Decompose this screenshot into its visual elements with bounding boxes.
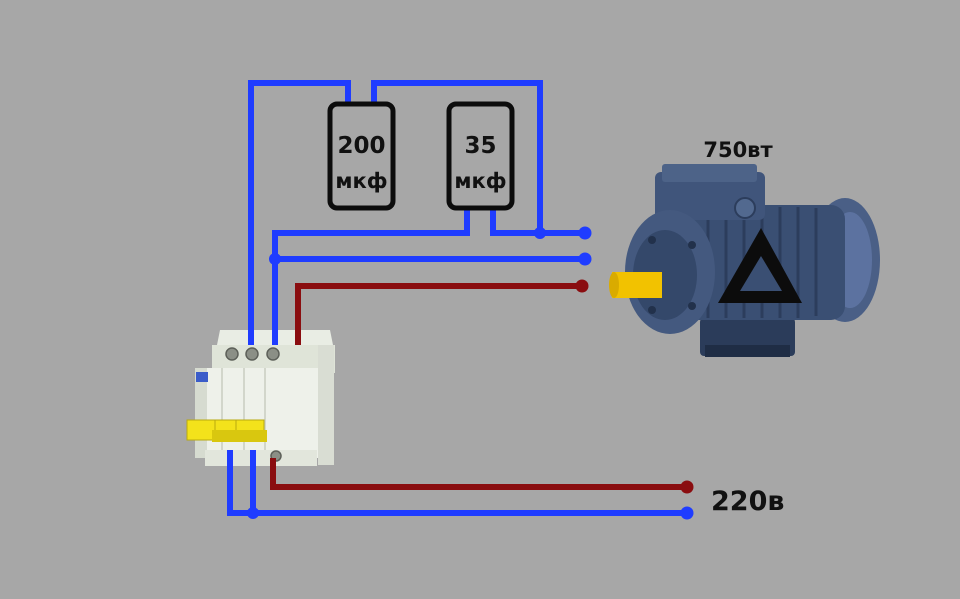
breaker-body bbox=[195, 368, 330, 458]
wire-cap35-to-motor bbox=[490, 210, 585, 236]
terminal-screw bbox=[266, 347, 280, 361]
terminal-dot bbox=[680, 506, 694, 520]
terminal-dot bbox=[680, 480, 694, 494]
motor-foot-shadow bbox=[705, 345, 790, 357]
junctions bbox=[247, 226, 694, 520]
circuit-breaker-icon bbox=[186, 330, 335, 466]
cable-gland bbox=[734, 197, 756, 219]
shaft-end bbox=[609, 272, 619, 298]
wire-phase-supply bbox=[270, 458, 687, 490]
breaker-lever bbox=[186, 419, 216, 441]
supply-voltage-label: 220в bbox=[711, 486, 784, 517]
terminal-screw bbox=[225, 347, 239, 361]
junction-dot bbox=[247, 507, 259, 519]
motor-icon bbox=[609, 164, 880, 357]
terminal-dot bbox=[578, 226, 592, 240]
wire-cap200-bridge bbox=[371, 80, 543, 233]
capacitor-200-value: 200 bbox=[337, 133, 385, 159]
capacitor-200: 200 мкф bbox=[327, 101, 396, 211]
brand-badge bbox=[196, 372, 208, 382]
breaker-bottom bbox=[205, 450, 317, 466]
lever-bar bbox=[212, 430, 267, 442]
junction-dot bbox=[269, 253, 281, 265]
capacitor-200-body bbox=[327, 101, 396, 211]
delta-symbol-inner bbox=[740, 256, 782, 291]
junction-dot bbox=[534, 227, 546, 239]
motor-power-label: 750вт bbox=[703, 138, 773, 162]
terminal-dot bbox=[578, 252, 592, 266]
wire-neutral-to-cap200 bbox=[248, 80, 351, 345]
capacitor-200-unit: мкф bbox=[335, 169, 387, 193]
capacitor-35: 35 мкф bbox=[446, 101, 515, 211]
motor-shaft bbox=[612, 272, 662, 298]
bolt bbox=[688, 241, 696, 249]
breaker-right-side bbox=[318, 345, 334, 465]
wire-cap35-to-breaker bbox=[272, 210, 470, 345]
wire-phase-to-motor-t3 bbox=[295, 283, 582, 345]
capacitor-35-value: 35 bbox=[464, 133, 496, 159]
terminal-box-lid bbox=[662, 164, 757, 182]
bolt bbox=[688, 302, 696, 310]
capacitor-35-unit: мкф bbox=[454, 169, 506, 193]
bolt bbox=[648, 236, 656, 244]
capacitor-35-body bbox=[446, 101, 515, 211]
terminal-dot bbox=[575, 279, 589, 293]
terminal-screw bbox=[245, 347, 259, 361]
wire-neutral-supply bbox=[227, 450, 687, 516]
bolt bbox=[648, 306, 656, 314]
